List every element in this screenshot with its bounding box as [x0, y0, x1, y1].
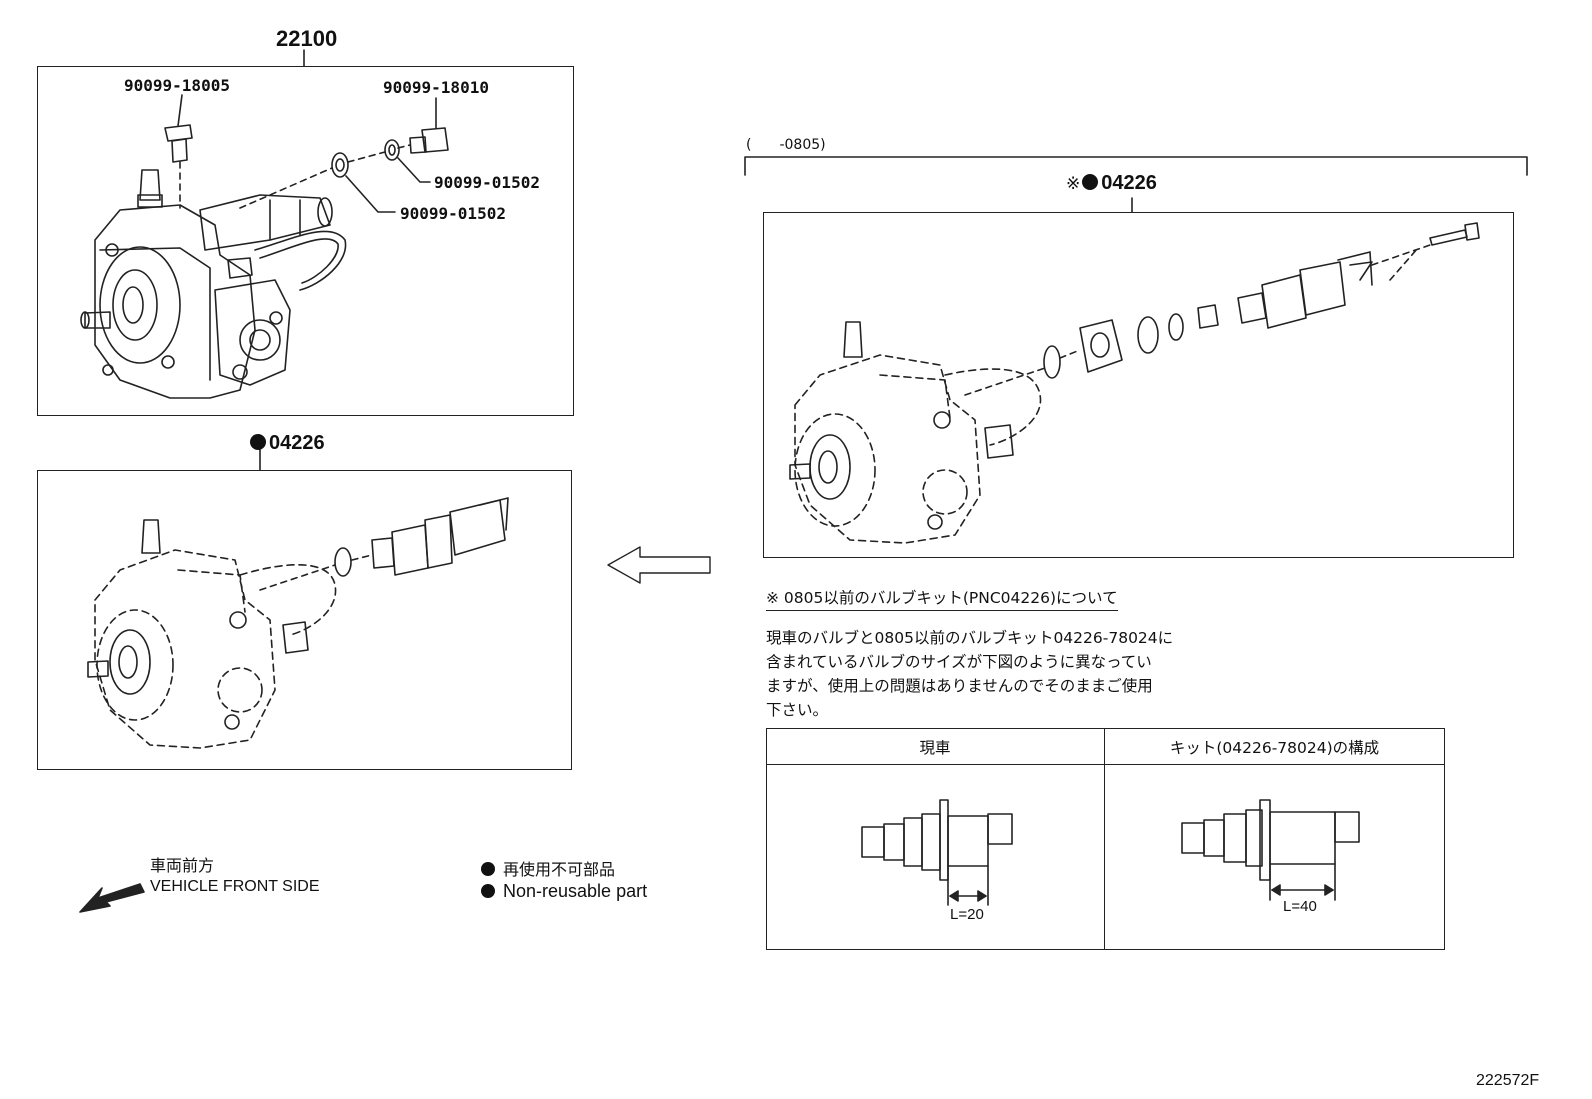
note-line-2: 含まれているバルブのサイズが下図のように異なってい	[766, 653, 1152, 671]
kit-04226-upper-label: ※ 04226	[1066, 172, 1157, 195]
fuel-pump-lower-dashed-body	[94, 549, 337, 749]
table-header-divider	[766, 764, 1445, 765]
non-reusable-text-jp: 再使用不可部品	[503, 860, 616, 879]
valve-kit-drawing	[1181, 799, 1360, 901]
supersession-arrow	[607, 546, 711, 584]
gasket-part-number-lower: 90099-01502	[400, 204, 506, 223]
kit-04226-upper-frame	[763, 212, 1514, 558]
fuel-pump-upper-dashed-body	[794, 354, 1042, 544]
kit-04226-upper-number: 04226	[1101, 172, 1157, 194]
vehicle-front-arrow	[79, 883, 145, 913]
vehicle-front-label-en: VEHICLE FRONT SIDE	[150, 878, 320, 895]
note-line-4: 下さい。	[766, 701, 829, 719]
vehicle-front-label-jp: 車両前方	[150, 856, 215, 875]
note-line-1: 現車のバルブと0805以前のバルブキット04226-78024に	[766, 629, 1174, 647]
kit-04226-lower-number: 04226	[269, 432, 325, 454]
gasket-part-number-upper: 90099-01502	[434, 173, 540, 192]
union-bolt-part-number: 90099-18010	[383, 78, 489, 97]
valve-comparison-table	[766, 728, 1445, 950]
note-line-3: ますが、使用上の問題はありませんのでそのままご使用	[766, 677, 1153, 695]
drawing-code: 222572F	[1476, 1072, 1540, 1089]
table-column-divider	[1104, 728, 1105, 950]
dimension-kit-valve: L=40	[1283, 898, 1317, 915]
kit-04226-lower-label: 04226	[250, 432, 325, 455]
note-reference-mark: ※	[1066, 174, 1081, 194]
non-reusable-text-en: Non-reusable part	[503, 881, 648, 901]
assembly-part-number: 22100	[276, 26, 338, 51]
kit-range-label: ( -0805)	[746, 137, 826, 153]
non-reusable-legend-en: Non-reusable part	[481, 881, 647, 902]
note-heading: ※ 0805以前のバルブキット(PNC04226)について	[766, 586, 1118, 611]
table-header-current: 現車	[919, 739, 951, 757]
non-reusable-bullet-icon	[481, 862, 495, 876]
plug-part-number: 90099-18005	[124, 76, 230, 95]
non-reusable-bullet-icon	[1082, 174, 1099, 190]
kit-04226-lower-frame	[37, 470, 572, 770]
assembly-22100-frame	[37, 66, 574, 416]
fuel-pump-assembly-drawing	[80, 124, 449, 399]
fuel-pump-upper-solid-parts	[789, 222, 1480, 530]
table-header-kit: キット(04226-78024)の構成	[1169, 739, 1380, 757]
fuel-pump-lower-solid-parts	[87, 497, 509, 730]
non-reusable-bullet-icon	[481, 884, 495, 898]
dimension-current-valve: L=20	[950, 906, 984, 923]
non-reusable-legend-jp: 再使用不可部品	[481, 856, 615, 880]
valve-current-drawing	[861, 799, 1013, 906]
non-reusable-bullet-icon	[250, 434, 266, 450]
